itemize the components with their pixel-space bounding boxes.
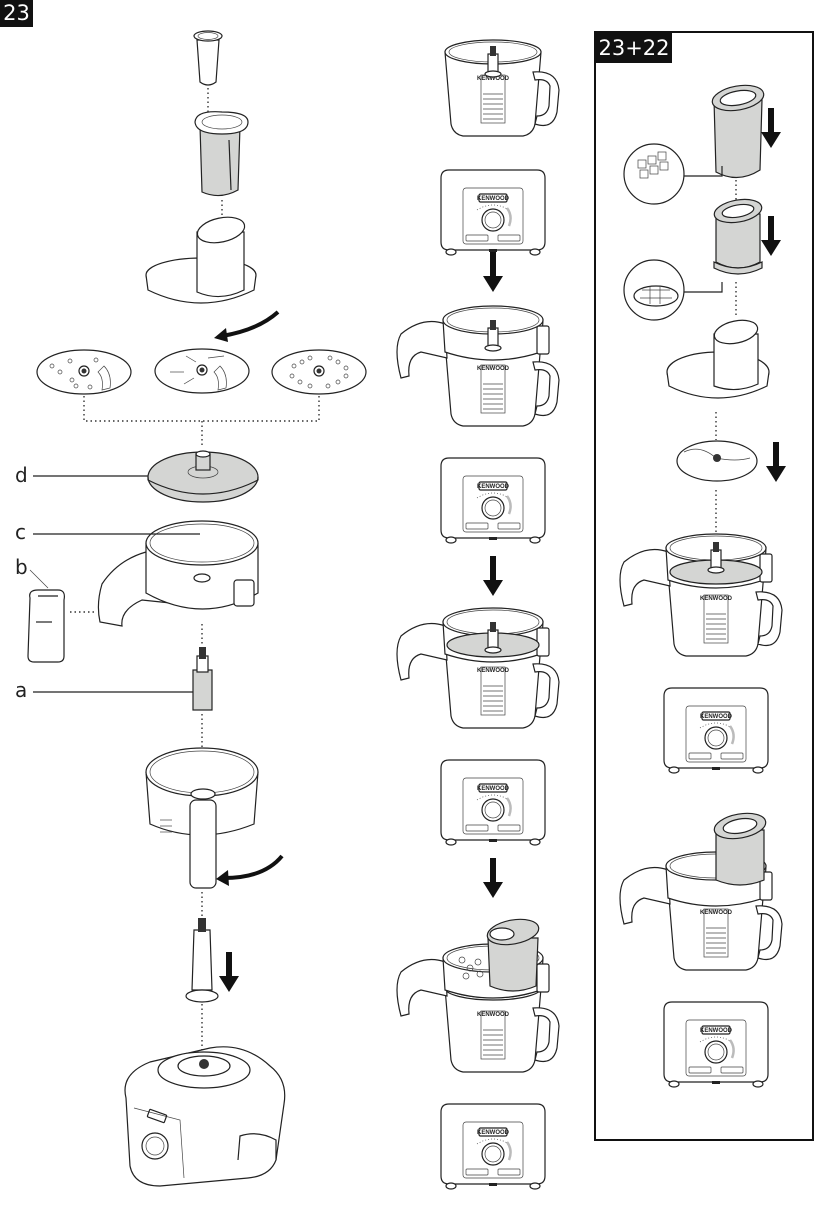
combined-steps-panel: 23+22 [594, 31, 814, 1141]
machine-with-carrier [397, 608, 559, 845]
disc-thick-slicing [37, 350, 131, 394]
machine-with-lid [397, 306, 559, 543]
pusher-b [28, 590, 64, 662]
disc-grating [272, 350, 366, 394]
disc-thin-slicing [155, 349, 249, 393]
small-pusher [194, 31, 222, 85]
rotate-arrowhead [216, 870, 229, 886]
feed-tube-lid [146, 213, 256, 303]
down-arrow [483, 556, 503, 596]
spindle [186, 918, 218, 1002]
step-badge-panel: 23+22 [596, 33, 672, 63]
rotate-arrowhead [214, 328, 228, 342]
down-arrow [219, 952, 239, 992]
down-arrow [483, 252, 503, 292]
leader-line-b [30, 570, 48, 588]
down-arrow [483, 858, 503, 898]
power-unit [125, 1047, 285, 1186]
disc-carrier [148, 451, 258, 502]
drive-shaft [193, 647, 212, 710]
machine-with-pusher [397, 916, 559, 1189]
rotate-arrow [222, 312, 278, 336]
rotate-arrow [224, 856, 282, 878]
bowl [146, 748, 258, 888]
spiralizer-lid [98, 521, 258, 626]
machine-with-bowl [441, 40, 559, 255]
guide-line [84, 396, 319, 421]
large-pusher [195, 112, 248, 196]
